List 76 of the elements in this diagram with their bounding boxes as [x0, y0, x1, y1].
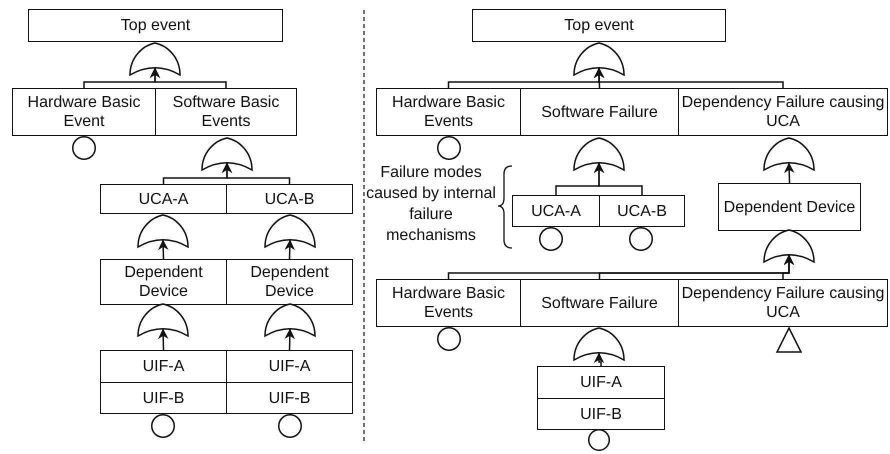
- basic-event-circle: [72, 136, 96, 160]
- event-label: Software Basic Events: [172, 93, 280, 131]
- annotation-text: Failure modes caused by internal failure mechanisms: [366, 163, 496, 246]
- arrow: [158, 328, 168, 350]
- event-label: Hardware Basic Events: [391, 93, 506, 131]
- event-box: [155, 88, 297, 136]
- event-label: Top event: [564, 16, 634, 35]
- event-box: [537, 398, 665, 430]
- event-label: UIF-B: [580, 404, 622, 424]
- event-box: [520, 88, 679, 136]
- event-label: UIF-A: [268, 357, 310, 376]
- or-gate-symbol: [130, 43, 180, 75]
- basic-event-circle: [437, 327, 461, 351]
- basic-event-circle: [629, 227, 653, 251]
- event-label: UCA-B: [617, 202, 667, 220]
- arrow: [284, 240, 295, 260]
- basic-event-circle: [278, 414, 302, 438]
- or-gate-symbol: [138, 304, 188, 336]
- arrow: [284, 328, 296, 350]
- event-label: Software Failure: [541, 294, 658, 312]
- event-box: [100, 382, 227, 414]
- event-box: [100, 259, 227, 305]
- event-label: UCA-B: [264, 190, 314, 208]
- or-gate-symbol: [202, 138, 252, 170]
- event-label: Dependency Failure causing UCA: [681, 284, 885, 322]
- event-label: Dependent Device: [123, 263, 204, 301]
- basic-event-circle: [588, 429, 610, 451]
- event-box: [472, 9, 726, 42]
- event-label: UCA-A: [531, 202, 581, 220]
- event-box: [226, 184, 353, 214]
- event-box: [376, 88, 521, 136]
- arrow: [150, 68, 227, 88]
- event-label: Hardware Basic Events: [391, 284, 506, 322]
- event-label: UIF-B: [268, 388, 310, 408]
- event-box: [226, 350, 353, 383]
- event-box: [12, 88, 156, 136]
- event-box: [718, 183, 861, 231]
- event-label: Dependency Failure causing UCA: [681, 93, 885, 131]
- event-label: UCA-A: [138, 190, 188, 208]
- basic-event-circle: [539, 227, 563, 251]
- event-label: UIF-A: [142, 357, 184, 376]
- basic-event-circle: [437, 136, 461, 160]
- event-box: [520, 279, 679, 327]
- event-box: [226, 382, 353, 414]
- arrow: [782, 254, 794, 279]
- arrow: [222, 162, 290, 184]
- event-label: Software Failure: [541, 102, 658, 122]
- event-box: [28, 9, 283, 42]
- arrow: [594, 162, 643, 195]
- arrow: [158, 240, 168, 260]
- event-box: [537, 366, 665, 399]
- or-gate-symbol: [265, 304, 315, 336]
- event-label: Top event: [120, 16, 190, 35]
- event-box: [100, 350, 227, 383]
- arrow: [594, 68, 784, 88]
- or-gate-symbol: [574, 138, 624, 170]
- event-box: [100, 184, 227, 214]
- or-gate-symbol: [764, 138, 814, 170]
- basic-event-circle: [151, 414, 175, 438]
- event-label: Hardware Basic Event: [26, 93, 142, 131]
- event-box: [512, 195, 600, 227]
- event-label: Dependent Device: [249, 263, 330, 301]
- event-box: [376, 279, 521, 327]
- event-label: Dependent Device: [724, 198, 856, 216]
- arrow: [594, 352, 604, 366]
- event-box: [599, 195, 685, 227]
- or-gate-symbol: [138, 215, 188, 247]
- event-label: UIF-B: [142, 388, 184, 408]
- transfer-triangle: [776, 327, 802, 353]
- arrow: [784, 162, 794, 184]
- or-gate-symbol: [764, 230, 814, 262]
- event-label: UIF-A: [580, 373, 622, 392]
- event-box: [226, 259, 353, 305]
- or-gate-symbol: [265, 215, 315, 247]
- or-gate-symbol: [574, 43, 624, 75]
- or-gate-symbol: [574, 328, 624, 360]
